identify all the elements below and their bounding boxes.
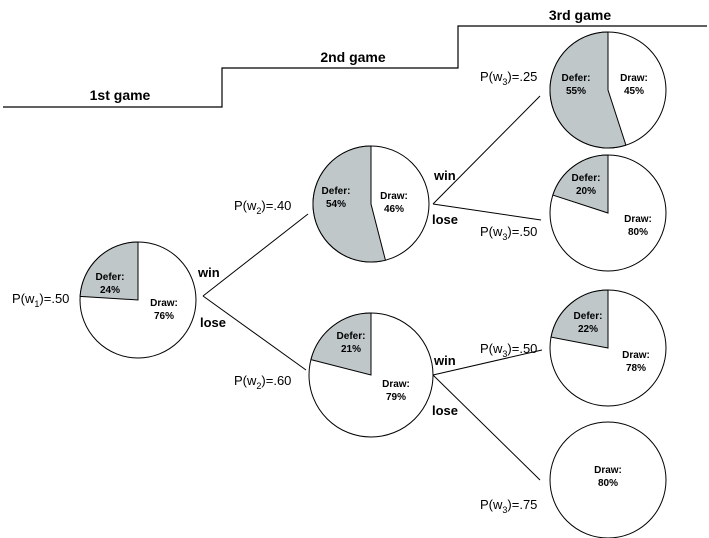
- pie-value-draw: 80%: [628, 227, 648, 238]
- pie-label-draw: Draw:: [380, 191, 408, 202]
- pie-charts: Defer:24%Draw:76%Defer:54%Draw:46%Defer:…: [79, 31, 667, 538]
- branch-line-g1-lose: [202, 295, 307, 371]
- branch-line-g1-win: [202, 213, 309, 297]
- pie-slice-defer: [310, 312, 372, 376]
- pie-label-defer: Defer:: [337, 331, 366, 342]
- branch-label-win: win: [433, 168, 456, 183]
- pie-value-defer: 55%: [566, 86, 586, 97]
- pie-slice-defer: [552, 154, 609, 214]
- stage-label-1: 1st game: [90, 87, 151, 103]
- pie-chart-game3-lw: Defer: 22% Draw: 78%: [549, 289, 667, 407]
- pie-label-defer: Defer:: [562, 73, 591, 84]
- branch-lines: [202, 95, 543, 481]
- pie-chart-game3-wl: Defer: 20% Draw: 80%: [549, 154, 667, 272]
- stage-label-3: 3rd game: [549, 7, 611, 23]
- pie-value-defer: 20%: [576, 186, 596, 197]
- pie-label-draw: Draw:: [622, 350, 650, 361]
- probability-label-w3-wl: P(w3)=.50: [480, 224, 537, 242]
- pie-value-draw: 76%: [154, 311, 174, 322]
- pie-value-defer: 24%: [100, 285, 120, 296]
- pie-label-defer: Defer:: [574, 311, 603, 322]
- pie-label-draw: Draw:: [594, 465, 622, 476]
- probability-label-w3-lw: P(w3)=.50: [480, 341, 537, 359]
- pie-chart-game3-ll: Draw: 80%: [549, 421, 667, 538]
- pie-label-defer: Defer:: [322, 186, 351, 197]
- pie-value-defer: 54%: [326, 199, 346, 210]
- pie-value-draw: 80%: [598, 478, 618, 489]
- pie-slice-defer: [550, 289, 609, 349]
- pie-slice-defer: [549, 31, 627, 149]
- pie-label-draw: Draw:: [620, 73, 648, 84]
- pie-label-draw: Draw:: [382, 379, 410, 390]
- pie-value-defer: 21%: [341, 344, 361, 355]
- pie-chart-game1: Defer: 24% Draw: 76%: [79, 241, 197, 359]
- probability-label-w3-ll: P(w3)=.75: [480, 497, 537, 515]
- branch-line-g2w-lose: [432, 203, 542, 221]
- pie-label-draw: Draw:: [624, 214, 652, 225]
- pie-value-draw: 78%: [626, 363, 646, 374]
- probability-label-w2-win: P(w2)=.40: [234, 198, 291, 216]
- probability-label-w3-ww: P(w3)=.25: [480, 69, 537, 87]
- pie-label-draw: Draw:: [150, 298, 178, 309]
- probability-label-w2-lose: P(w2)=.60: [234, 373, 291, 391]
- pie-chart-game2-win: Defer: 54% Draw: 46%: [312, 145, 430, 263]
- branch-label-win: win: [433, 353, 456, 368]
- branch-label-lose: lose: [432, 403, 458, 418]
- pie-slice-draw: [549, 421, 667, 538]
- branch-line-g2l-win: [432, 349, 543, 376]
- stage-step-line: [3, 25, 707, 108]
- pie-slice-defer: [79, 241, 139, 301]
- pie-value-draw: 79%: [386, 392, 406, 403]
- stage-label-2: 2nd game: [320, 49, 386, 65]
- branch-line-g2w-win: [432, 95, 541, 205]
- probability-label-w1: P(w1)=.50: [12, 291, 69, 309]
- pie-slice-defer: [312, 145, 387, 263]
- pie-chart-game2-lose: Defer: 21% Draw: 79%: [308, 312, 434, 438]
- pie-value-defer: 22%: [578, 324, 598, 335]
- branch-label-lose: lose: [200, 315, 226, 330]
- pie-value-draw: 46%: [384, 204, 404, 215]
- branch-line-g2l-lose: [432, 374, 541, 481]
- pie-label-defer: Defer:: [96, 272, 125, 283]
- pie-label-defer: Defer:: [572, 173, 601, 184]
- branch-label-win: win: [197, 265, 220, 280]
- pie-value-draw: 45%: [624, 86, 644, 97]
- branch-label-lose: lose: [432, 212, 458, 227]
- pie-chart-game3-ww: Defer: 55% Draw: 45%: [549, 31, 667, 149]
